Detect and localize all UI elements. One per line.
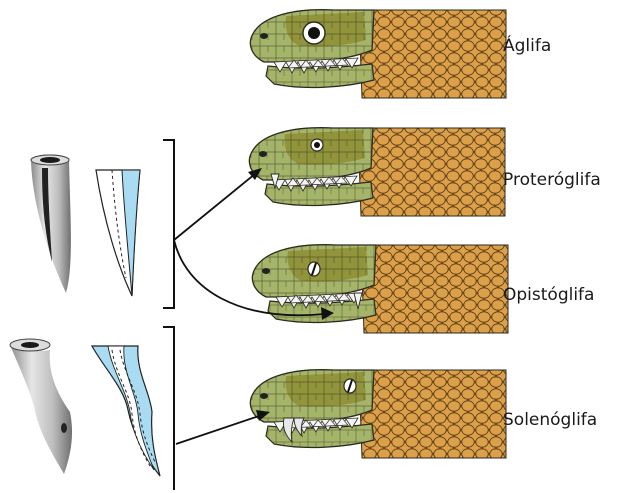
fang-proteroglifa-diagram: [96, 170, 140, 296]
fang-solenoglifa-3d: [10, 339, 72, 474]
snake-head-solenoglifa: [250, 370, 506, 458]
bracket-solenoglifa: [163, 327, 174, 490]
label-proteroglifa: Proteróglifa: [503, 170, 601, 190]
arrow-to-proteroglifa: [174, 168, 262, 240]
snake-head-aglifa: [250, 10, 506, 98]
fang-solenoglifa-diagram: [92, 346, 160, 476]
fang-proteroglifa-3d: [31, 155, 71, 293]
snake-head-proteroglifa: [249, 128, 505, 216]
snake-head-opistoglifa: [252, 245, 508, 333]
label-solenoglifa: Solenóglifa: [503, 410, 597, 430]
label-opistoglifa: Opistóglifa: [503, 285, 594, 305]
bracket-proteroglifa: [163, 140, 174, 308]
label-aglifa: Áglifa: [503, 36, 551, 56]
